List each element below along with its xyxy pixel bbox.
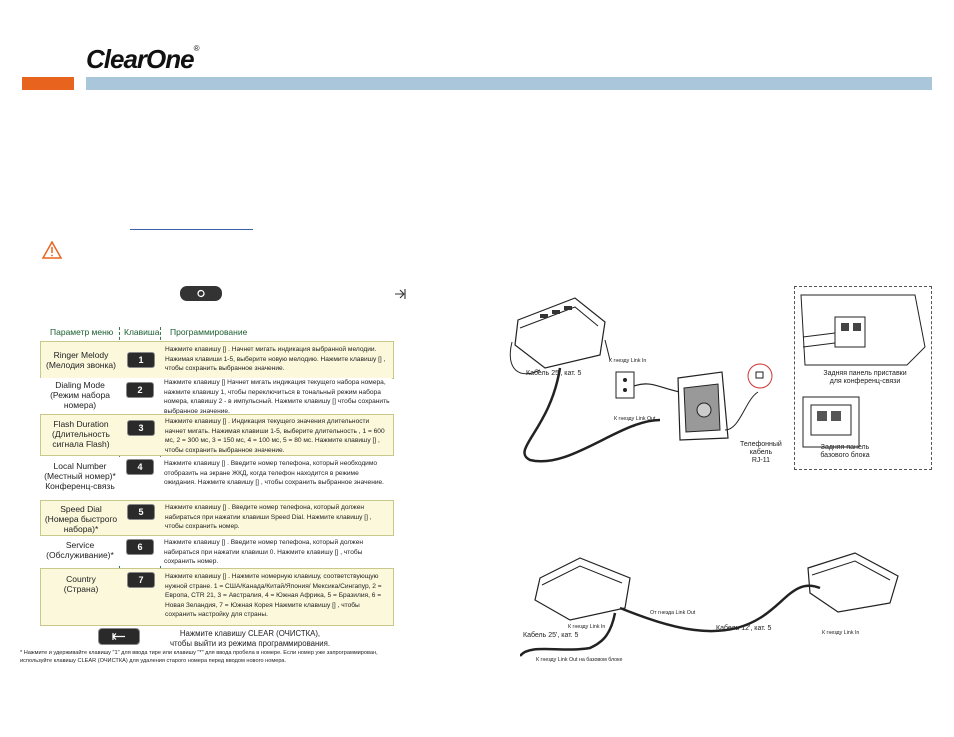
- label-cable-25-bottom: Кабель 25', кат. 5: [523, 632, 579, 639]
- connection-diagram-bottom: [520, 552, 899, 657]
- row-desc: Нажмите клавишу [] . Введите номер телеф…: [164, 539, 363, 565]
- label-link-in-right: К гнезду Link In: [822, 630, 860, 636]
- row-param: Flash Duration (Длительность сигнала Fla…: [52, 419, 110, 449]
- label-rear-base: Задняя панель базового блока: [820, 444, 870, 459]
- row-param: Ringer Melody (Мелодия звонка): [46, 350, 116, 370]
- header-programming: Программирование: [170, 327, 248, 337]
- label-link-in: К гнезду Link In: [609, 358, 647, 364]
- row-param: Local Number (Местный номер)* Конференц-…: [44, 461, 116, 491]
- rear-panel-inset: [794, 286, 932, 470]
- hyperlink-underline[interactable]: [130, 229, 253, 230]
- row-param: Speed Dial (Номера быстрого набора)*: [44, 504, 118, 534]
- header-accent-bar: [22, 77, 74, 90]
- connection-diagram-top: [509, 297, 773, 463]
- row-param: Country (Страна): [63, 574, 99, 594]
- program-key-icon: [180, 286, 222, 301]
- label-link-out: К гнезду Link Out: [614, 416, 656, 422]
- key-6-icon: 6: [126, 539, 154, 555]
- menu-row-country: Country (Страна) 7 Нажмите клавишу [] . …: [40, 568, 394, 626]
- key-7-icon: 7: [127, 572, 155, 588]
- row-desc: Нажмите клавишу [] . Нажмите номерную кл…: [165, 573, 382, 618]
- menu-row-flash: Flash Duration (Длительность сигнала Fla…: [40, 414, 394, 456]
- label-rear-adapter: Задняя панель приставки для конференц-св…: [823, 370, 907, 385]
- warning-icon: [42, 241, 62, 259]
- key-2-icon: 2: [126, 382, 154, 398]
- enter-arrow-icon: [395, 289, 406, 299]
- menu-row-dialing: Dialing Mode (Режим набора номера) 2 Наж…: [40, 378, 392, 415]
- clearone-logo: ClearOne®: [86, 44, 199, 75]
- header-bar: [86, 77, 932, 90]
- header-key: Клавиша: [124, 327, 160, 337]
- label-from-link-out: От гнезда Link Out: [650, 610, 696, 616]
- menu-row-service: Service (Обслуживание)* 6 Нажмите клавиш…: [40, 536, 392, 566]
- key-1-icon: 1: [127, 352, 155, 368]
- key-3-icon: 3: [127, 420, 155, 436]
- row-desc: Нажмите клавишу [] . Начнет мигать индик…: [165, 346, 386, 372]
- label-phone-cable: Телефонный кабель RJ-11: [740, 441, 782, 464]
- clear-key-icon: [98, 628, 140, 645]
- row-param: Dialing Mode (Режим набора номера): [50, 380, 110, 410]
- row-desc: Нажмите клавишу [] . Индикация текущего …: [165, 418, 385, 454]
- row-desc: Нажмите клавишу [] Начнет мигать индикац…: [164, 379, 390, 415]
- menu-row-local-number: Local Number (Местный номер)* Конференц-…: [40, 457, 392, 499]
- logo-text: ClearOne: [86, 44, 195, 74]
- row-param: Service (Обслуживание)*: [46, 540, 114, 560]
- clear-instruction: Нажмите клавишу CLEAR (ОЧИСТКА), чтобы в…: [169, 629, 331, 648]
- menu-row-ringer: Ringer Melody (Мелодия звонка) 1 Нажмите…: [40, 341, 394, 379]
- logo-reg-mark: ®: [193, 44, 200, 53]
- rear-panel-illustration: [800, 294, 926, 448]
- key-5-icon: 5: [127, 504, 155, 520]
- key-4-icon: 4: [126, 459, 154, 475]
- row-desc: Нажмите клавишу [] . Введите номер телеф…: [164, 460, 385, 486]
- label-link-out-base: К гнезду Link Out на базовом блоке: [536, 657, 623, 663]
- row-desc: Нажмите клавишу [] . Введите номер телеф…: [165, 504, 372, 530]
- header-menu-param: Параметр меню: [50, 327, 114, 337]
- label-cable-25: Кабель 25', кат. 5: [526, 370, 582, 377]
- menu-row-speed-dial: Speed Dial (Номера быстрого набора)* 5 Н…: [40, 500, 394, 536]
- label-link-in-left: К гнезду Link In: [568, 624, 606, 630]
- footnote: * Нажмите и удерживайте клавишу "1" для …: [20, 650, 378, 664]
- label-cable-12: Кабель 12', кат. 5: [716, 625, 772, 632]
